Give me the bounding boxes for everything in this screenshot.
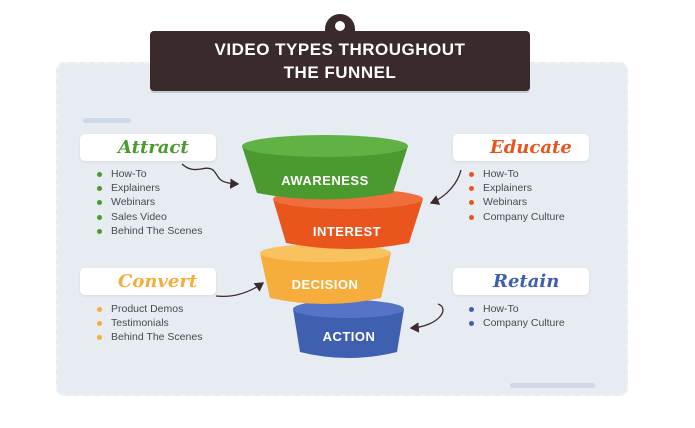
- list-item: How-To: [97, 167, 202, 181]
- bullet-icon: [97, 186, 102, 192]
- title-banner: [150, 31, 530, 91]
- list-item: Behind The Scenes: [97, 224, 202, 238]
- list-item: Company Culture: [469, 316, 565, 330]
- funnel-stage-decision: DECISION: [260, 244, 391, 304]
- funnel-stage-awareness: AWARENESS: [242, 135, 408, 200]
- decorative-bar: [83, 118, 131, 123]
- list-item: How-To: [469, 302, 565, 316]
- attract-list: How-To Explainers Webinars Sales Video B…: [97, 167, 202, 238]
- bullet-icon: [97, 172, 102, 177]
- title-line-2: THE FUNNEL: [283, 63, 397, 82]
- list-item: How-To: [469, 167, 565, 181]
- funnel-stage-action: ACTION: [293, 300, 404, 358]
- list-item: Testimonials: [97, 316, 202, 330]
- funnel-stage-label: ACTION: [323, 329, 376, 344]
- list-item: Sales Video: [97, 210, 202, 224]
- funnel-stage-label: DECISION: [292, 277, 359, 292]
- arrow-attract-icon: [181, 163, 240, 189]
- list-item: Behind The Scenes: [97, 330, 202, 344]
- retain-label-box: [453, 268, 589, 295]
- title-line-1: VIDEO TYPES THROUGHOUT: [214, 40, 466, 59]
- bullet-icon: [97, 228, 102, 234]
- arrow-educate-icon: [429, 169, 462, 205]
- attract-label-box: [80, 134, 216, 161]
- bullet-icon: [469, 321, 474, 327]
- bullet-icon: [97, 335, 102, 341]
- decorative-bar: [510, 383, 595, 388]
- attract-label: Attract: [118, 137, 189, 158]
- arrow-retain-icon: [409, 303, 444, 333]
- bullet-icon: [469, 307, 474, 312]
- bullet-icon: [97, 307, 102, 312]
- convert-label-box: [80, 268, 216, 295]
- educate-list: How-To Explainers Webinars Company Cultu…: [469, 167, 565, 224]
- list-item: Explainers: [97, 181, 202, 195]
- funnel-stage-label: AWARENESS: [281, 173, 369, 188]
- list-item: Product Demos: [97, 302, 202, 316]
- title-pin-icon: [325, 14, 355, 36]
- retain-list: How-To Company Culture: [469, 302, 565, 330]
- bullet-icon: [469, 172, 474, 177]
- convert-label: Convert: [118, 271, 198, 292]
- list-item: Company Culture: [469, 210, 565, 224]
- bullet-icon: [97, 200, 102, 206]
- arrow-convert-icon: [215, 282, 265, 298]
- convert-list: Product Demos Testimonials Behind The Sc…: [97, 302, 202, 345]
- list-item: Webinars: [469, 195, 565, 209]
- bullet-icon: [469, 186, 474, 192]
- bullet-icon: [97, 321, 102, 327]
- educate-label-box: [453, 134, 589, 161]
- list-item: Webinars: [97, 195, 202, 209]
- bullet-icon: [469, 214, 474, 220]
- bullet-icon: [97, 214, 102, 220]
- retain-label: Retain: [493, 271, 560, 292]
- funnel-stage-label: INTEREST: [313, 224, 381, 239]
- bullet-icon: [469, 200, 474, 206]
- educate-label: Educate: [490, 137, 572, 158]
- list-item: Explainers: [469, 181, 565, 195]
